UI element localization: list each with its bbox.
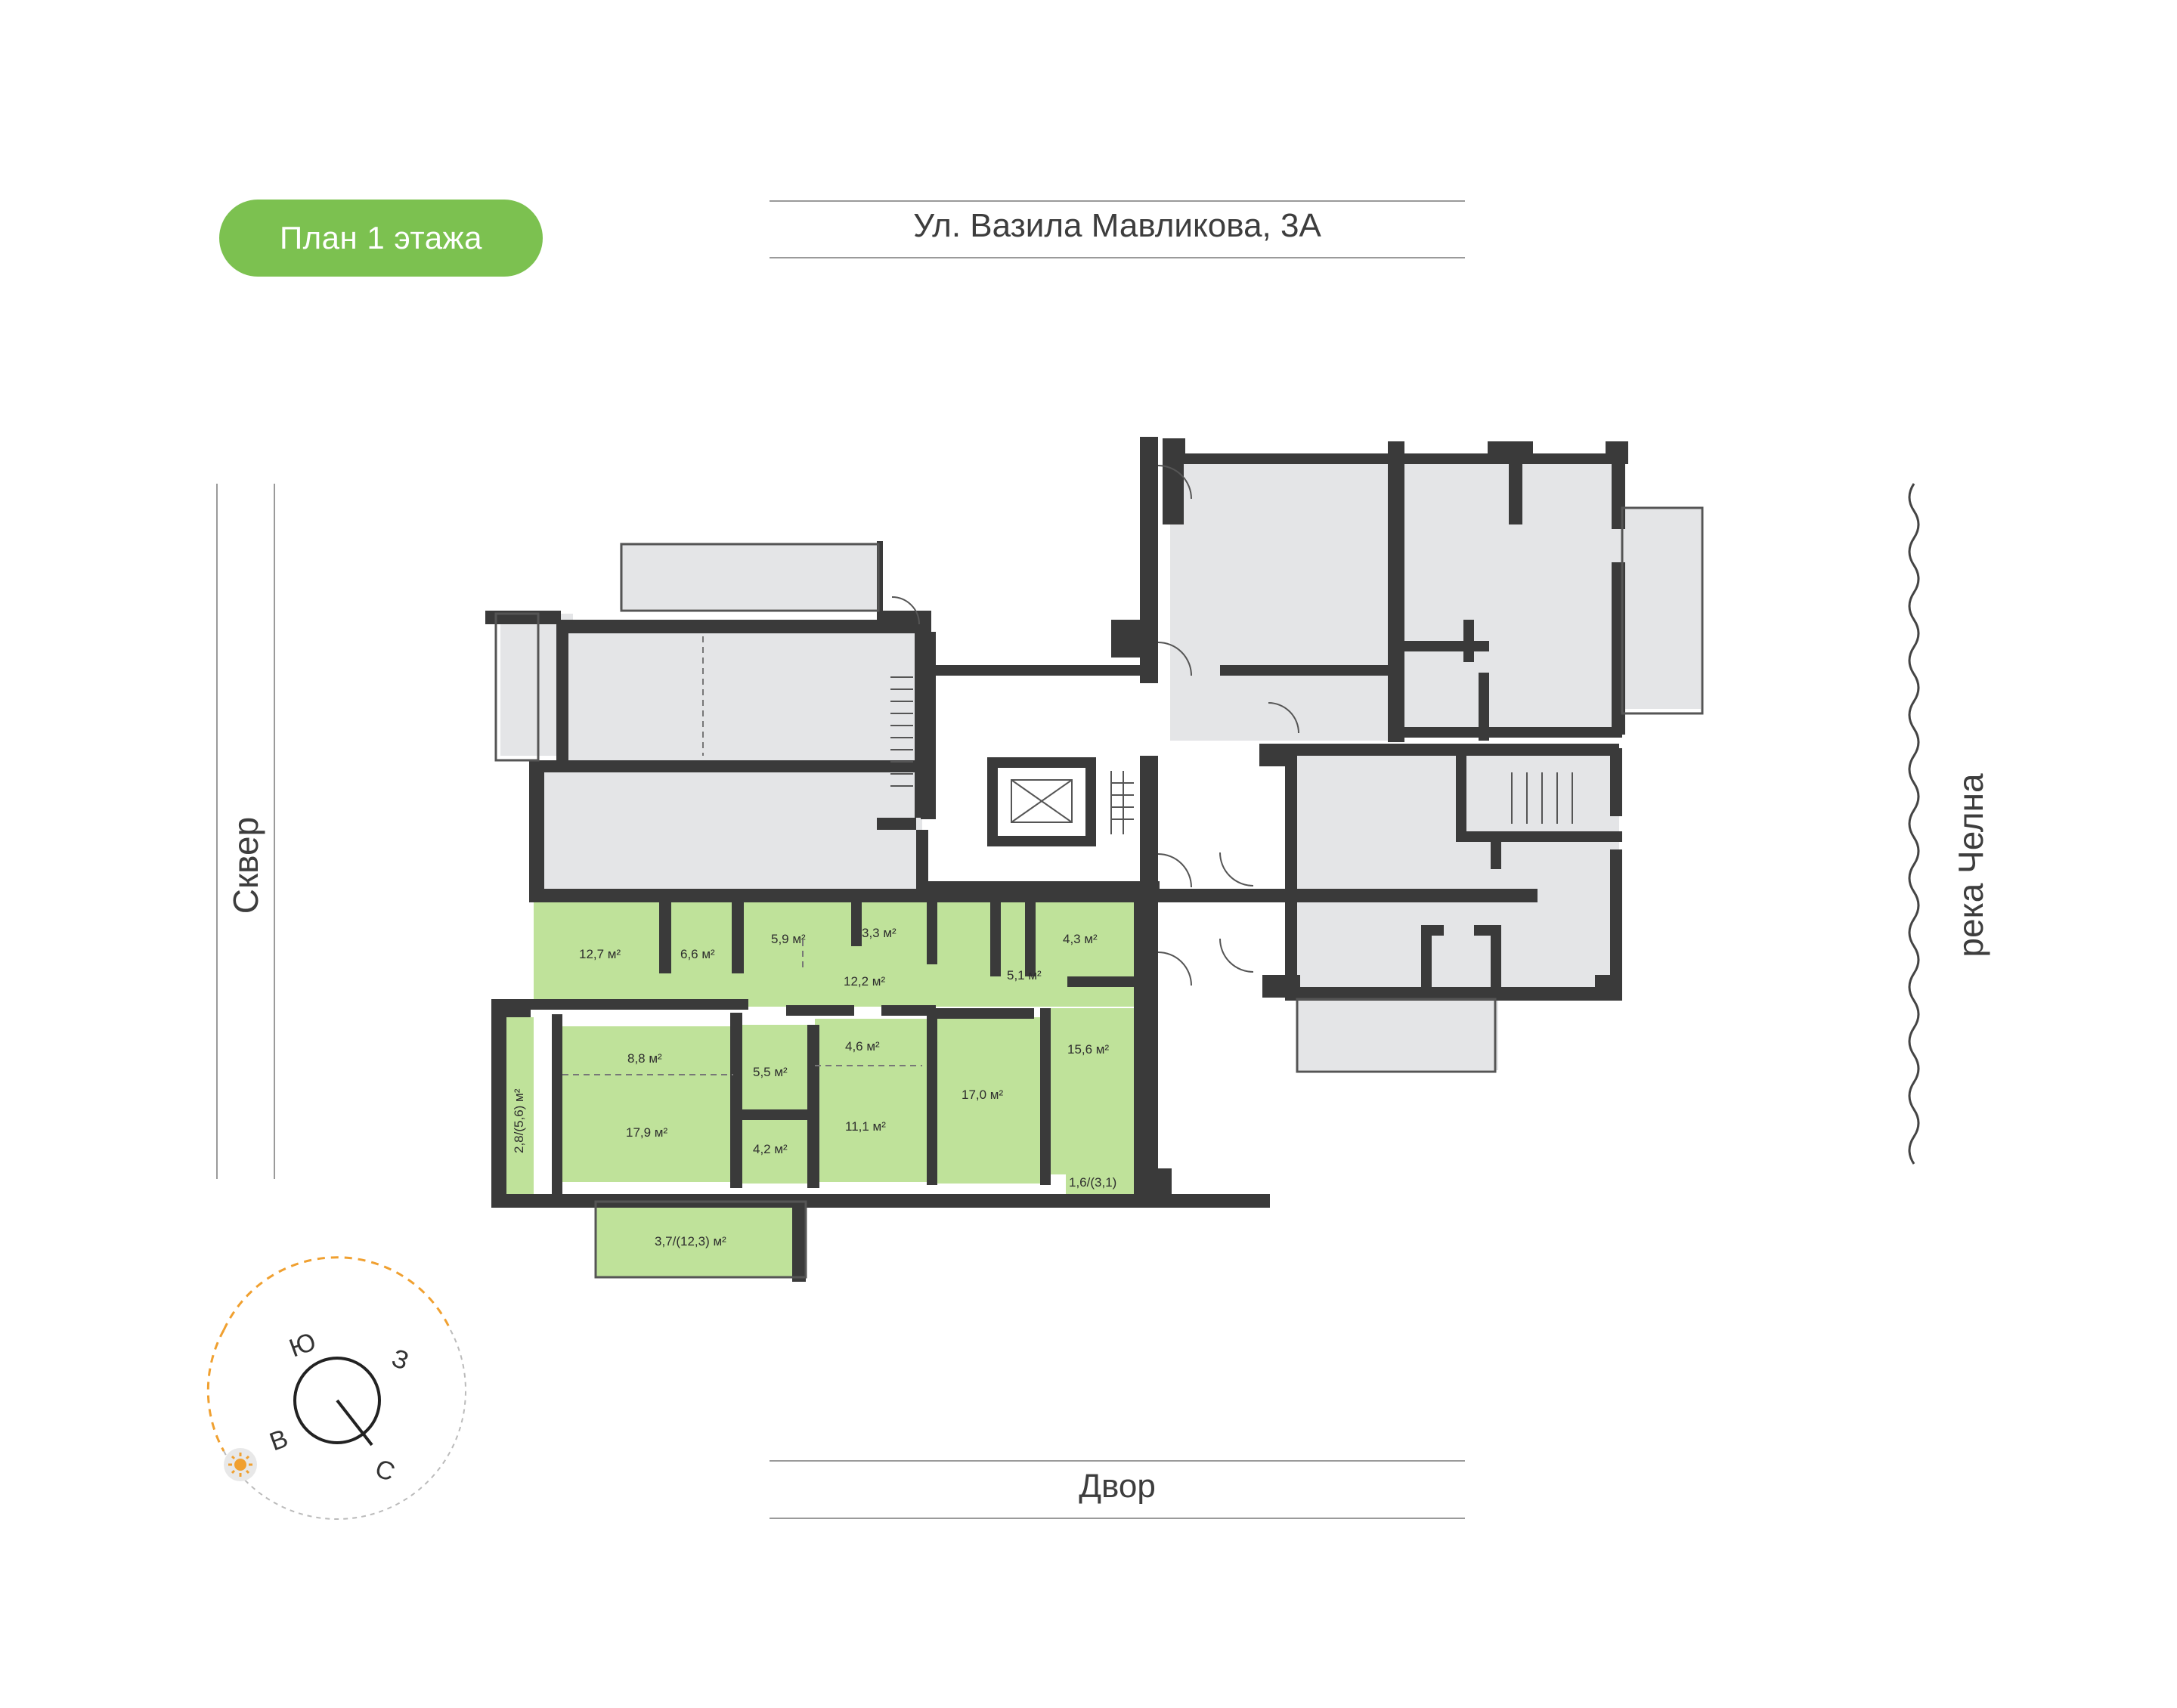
compass-arc-gray: [223, 1329, 466, 1520]
compass-arc-left: [206, 1329, 225, 1452]
dashed-dividers: [562, 636, 922, 1075]
room-area-label: 17,0 м²: [962, 1088, 1003, 1102]
room-area-label: 3,7/(12,3) м²: [655, 1234, 726, 1249]
room-area-label: 2,8/(5,6) м²: [512, 1088, 526, 1153]
stairs: [890, 676, 1573, 834]
street-bottom-rule-lower: [770, 1518, 1465, 1519]
room-area-label: 15,6 м²: [1067, 1042, 1109, 1057]
room-area-label: 5,1 м²: [1007, 968, 1042, 982]
room-area-label: 17,9 м²: [626, 1125, 667, 1140]
balconies: [494, 506, 1704, 1279]
street-top-label: Ул. Вазила Мавликова, 3А: [913, 207, 1321, 244]
street-top-rule-upper: [770, 200, 1465, 202]
highlighted-unit: [494, 898, 1141, 1277]
room-area-label: 5,9 м²: [771, 932, 806, 946]
compass-east: В: [266, 1424, 292, 1456]
street-bottom-rule-upper: [770, 1460, 1465, 1462]
doors: [891, 465, 1299, 986]
walls: [485, 437, 1628, 1282]
room-area-label: 1,6/(3,1): [1069, 1175, 1116, 1190]
room-area-label: 3,3 м²: [862, 926, 897, 940]
street-top-rule-lower: [770, 257, 1465, 258]
river-wave: [1908, 483, 1920, 1165]
room-area-label: 4,2 м²: [753, 1142, 788, 1156]
compass-north: С: [371, 1454, 398, 1487]
sun-icon: [224, 1448, 257, 1481]
room-area-label: 4,3 м²: [1063, 932, 1098, 946]
floor-badge: План 1 этажа: [219, 200, 543, 277]
room-area-label: 11,1 м²: [845, 1119, 886, 1134]
room-area-label: 12,2 м²: [844, 974, 885, 989]
compass-needle: [336, 1399, 373, 1447]
compass: Ю З В С: [206, 1256, 466, 1520]
compass-arc-solid: [222, 1256, 452, 1331]
room-area-label: 5,5 м²: [753, 1065, 788, 1079]
side-left-rule-outer: [216, 484, 218, 1179]
street-bottom-label: Двор: [1079, 1468, 1156, 1505]
room-area-label: 8,8 м²: [627, 1051, 662, 1066]
side-left-rule-inner: [274, 484, 275, 1179]
room-area-label: 6,6 м²: [680, 947, 715, 961]
room-area-label: 12,7 м²: [579, 947, 621, 961]
compass-west: З: [388, 1344, 412, 1376]
compass-circle: [293, 1357, 381, 1444]
elevator: [1011, 779, 1073, 823]
compass-south: Ю: [286, 1327, 320, 1363]
room-area-label: 4,6 м²: [845, 1039, 880, 1054]
